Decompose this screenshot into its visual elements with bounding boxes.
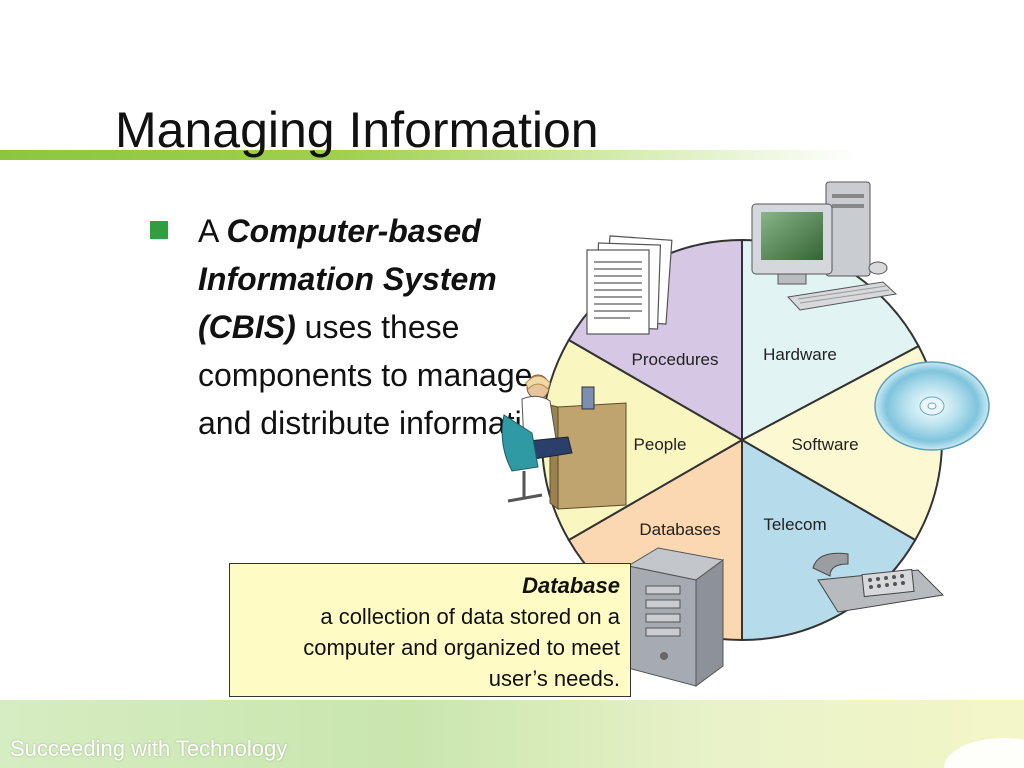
bullet-emphasis: Computer-based Information System (CBIS) xyxy=(198,213,497,345)
wheel-label-software: Software xyxy=(791,435,858,454)
wheel-label-databases: Databases xyxy=(639,520,720,539)
wheel-label-hardware: Hardware xyxy=(763,345,837,364)
server-tower-icon xyxy=(626,547,725,687)
footer-bar xyxy=(0,700,1024,768)
wheel-label-people: People xyxy=(634,435,687,454)
person-at-desk-icon xyxy=(501,374,627,510)
title-underline xyxy=(0,150,860,160)
slide-title: Managing Information xyxy=(115,102,599,158)
computer-icon xyxy=(751,181,898,311)
telephone-icon xyxy=(812,552,945,613)
square-bullet-icon xyxy=(150,221,168,239)
definition-text: a collection of data stored on a compute… xyxy=(303,604,620,691)
database-definition-box: Database a collection of data stored on … xyxy=(229,563,631,697)
documents-icon xyxy=(586,235,673,335)
wheel-label-procedures: Procedures xyxy=(632,350,719,369)
cd-disc-icon xyxy=(874,361,990,451)
definition-term: Database xyxy=(522,573,620,598)
bullet-text: A Computer-based Information System (CBI… xyxy=(198,207,578,447)
footer-text: Succeeding with Technology xyxy=(10,736,288,761)
bullet-prefix: A xyxy=(198,213,227,249)
wheel-label-telecom: Telecom xyxy=(763,515,826,534)
